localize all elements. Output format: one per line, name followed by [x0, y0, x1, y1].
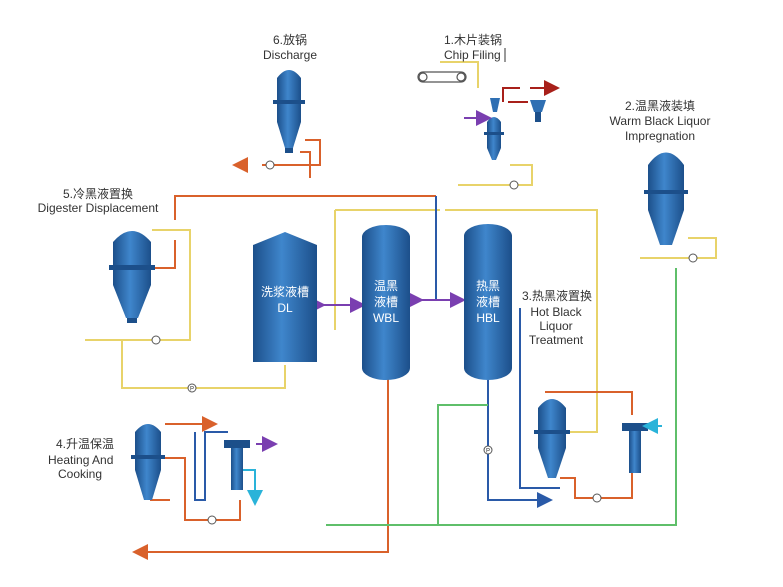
svg-text:Impregnation: Impregnation: [625, 129, 695, 143]
svg-text:P: P: [486, 449, 490, 455]
svg-text:洗浆液槽: 洗浆液槽: [261, 284, 309, 299]
svg-text:4.升温保温: 4.升温保温: [56, 437, 114, 451]
heat-exchanger-heating: [224, 440, 250, 490]
svg-text:Cooking: Cooking: [58, 467, 102, 481]
tank-hbl: 热黑 液槽 HBL: [464, 224, 512, 380]
chip-conveyor: [417, 71, 467, 83]
svg-text:WBL: WBL: [373, 311, 399, 325]
input-arrows: [232, 80, 662, 506]
svg-text:Liquor: Liquor: [539, 319, 572, 333]
svg-text:Treatment: Treatment: [529, 333, 584, 347]
svg-text:Warm Black Liquor: Warm Black Liquor: [610, 114, 711, 128]
heat-exchanger-hot-treatment: [622, 423, 648, 473]
svg-text:Digester Displacement: Digester Displacement: [38, 201, 159, 215]
pump-dl-return: P: [187, 383, 197, 393]
tank-wbl: 温黑 液槽 WBL: [362, 225, 410, 380]
svg-text:Chip Filing: Chip Filing: [444, 48, 501, 62]
svg-text:Discharge: Discharge: [263, 48, 317, 62]
svg-text:2.温黑液装填: 2.温黑液装填: [625, 98, 695, 113]
digester-heating-cooking: [131, 424, 165, 500]
svg-text:液槽: 液槽: [374, 294, 398, 309]
label-hot-treatment: 3.热黑液置换 Hot Black Liquor Treatment: [522, 288, 592, 347]
pump-chip-filing: [509, 180, 519, 190]
digester-discharge: [273, 70, 305, 153]
pump-discharge: [265, 160, 275, 170]
svg-text:6.放锅: 6.放锅: [273, 32, 307, 47]
pump-hot-treatment: [592, 493, 602, 503]
pump-warm-impregnation: [688, 253, 698, 263]
svg-text:液槽: 液槽: [476, 294, 500, 309]
digester-chip-filing: [484, 98, 546, 160]
svg-text:Heating And: Heating And: [48, 453, 113, 467]
svg-text:Hot Black: Hot Black: [530, 305, 582, 319]
label-displacement: 5.冷黑液置换 Digester Displacement: [38, 186, 159, 215]
svg-text:HBL: HBL: [476, 311, 500, 325]
svg-text:温黑: 温黑: [374, 279, 398, 293]
svg-text:热黑: 热黑: [476, 279, 500, 293]
svg-text:5.冷黑液置换: 5.冷黑液置换: [63, 186, 133, 201]
svg-text:P: P: [190, 387, 194, 393]
svg-text:1.木片装锅: 1.木片装锅: [444, 32, 502, 47]
digester-hot-treatment: [534, 399, 570, 478]
label-chip-filing: 1.木片装锅 Chip Filing: [444, 32, 506, 62]
pipe-network: [85, 61, 717, 560]
pump-displacement: [151, 335, 161, 345]
digester-displacement: [109, 231, 155, 323]
pump-heating: [207, 515, 217, 525]
tank-transfer-arrows: [310, 292, 466, 313]
svg-text:3.热黑液置换: 3.热黑液置换: [522, 288, 592, 303]
tank-dl: 洗浆液槽 DL: [253, 232, 317, 362]
label-warm-impregnation: 2.温黑液装填 Warm Black Liquor Impregnation: [610, 98, 711, 143]
svg-text:DL: DL: [277, 301, 293, 315]
label-discharge: 6.放锅 Discharge: [263, 32, 317, 62]
digester-warm-impregnation: [644, 152, 688, 245]
pump-hbl: P: [483, 445, 493, 455]
label-heating-cooking: 4.升温保温 Heating And Cooking: [48, 437, 114, 481]
